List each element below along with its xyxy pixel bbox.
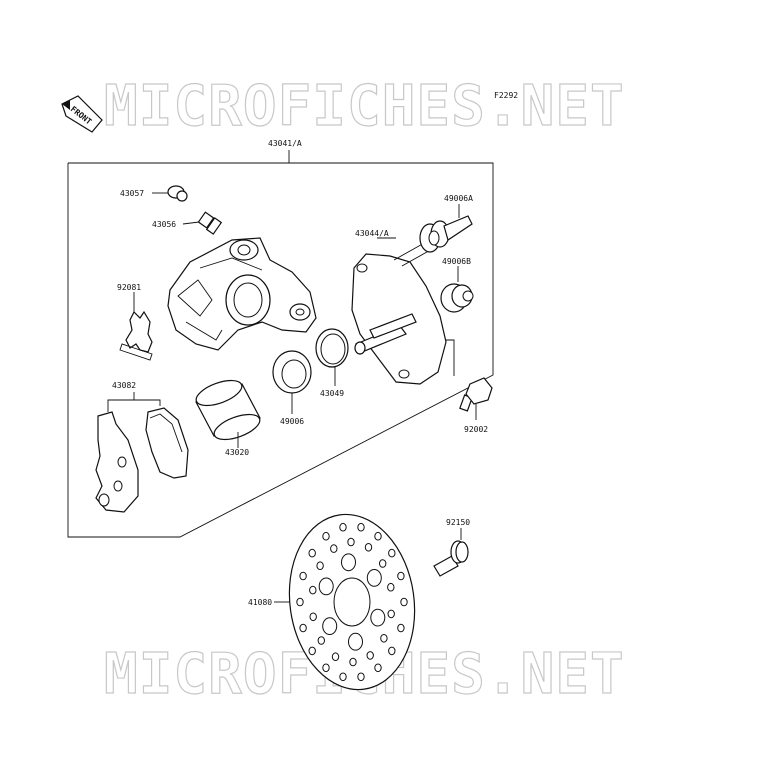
piston-43020 [195,379,261,448]
disc-hole [322,531,330,541]
label-49006a: 49006A [444,194,473,203]
diagram-code: F2292 [494,91,518,100]
label-43041a: 43041/A [268,139,302,148]
label-49006: 49006 [280,417,304,426]
disc-hole [309,612,317,622]
disc-hole [296,597,304,607]
disc-hole [370,608,386,627]
disc-hole [387,609,395,619]
disc-hole [309,585,317,595]
bolt-92002 [446,339,493,420]
disc-hole [388,548,396,558]
disc-hole [299,571,307,581]
disc-hole [397,571,405,581]
piston-seal-43049 [315,328,349,386]
label-49006b: 49006B [442,257,471,266]
brake-pads-43082 [95,392,189,513]
disc-hole [380,634,388,643]
label-43020: 43020 [225,448,249,457]
label-43082: 43082 [112,381,136,390]
disc-hole [366,569,382,587]
disc-hole [374,663,382,673]
disc-hole [364,543,373,552]
bleeder-cap-43057 [152,185,188,202]
disc-hole [316,561,324,571]
label-92150: 92150 [446,518,470,527]
disc-hole [339,522,347,532]
dust-seal-49006 [272,350,312,414]
disc-hole [349,657,357,667]
caliper-bracket-43044a [351,237,447,385]
label-43057: 43057 [120,189,144,198]
disc-hole [400,597,408,607]
disc-hole [317,636,325,645]
watermark-top: MICROFICHES.NET [104,74,625,139]
disc-hole [330,544,338,553]
pad-spring-92081 [119,292,153,361]
label-41080: 41080 [248,598,272,607]
disc-hole [299,623,307,633]
disc-hole [331,652,340,662]
boot-49006a [419,204,473,253]
disc-hole [341,553,356,572]
disc-hole [357,672,365,682]
front-arrow-icon: FRONT [61,95,103,133]
disc-hole [388,646,396,656]
disc-hole [357,522,365,532]
brake-disc-41080 [274,513,416,691]
label-43049: 43049 [320,389,344,398]
disc-hole [308,548,316,558]
disc-hole [318,577,334,596]
disc-bolt-92150 [433,528,469,577]
label-92081: 92081 [117,283,141,292]
disc-hole [379,559,387,568]
label-43056: 43056 [152,220,176,229]
disc-hole [347,537,355,547]
disc-hole [339,672,347,682]
disc-hole [308,646,316,656]
disc-hole [387,582,395,592]
disc-hole [366,651,374,660]
boot-49006b [440,266,474,313]
disc-hole [397,623,405,633]
label-43044a: 43044/A [355,229,389,238]
bleeder-valve-43056 [182,211,223,235]
disc-hole [374,531,382,541]
disc-hole [322,617,338,635]
caliper-body [167,237,317,351]
disc-hole [348,632,363,651]
label-92002: 92002 [464,425,488,434]
disc-hole [322,663,330,673]
assembly-frame [67,150,494,538]
